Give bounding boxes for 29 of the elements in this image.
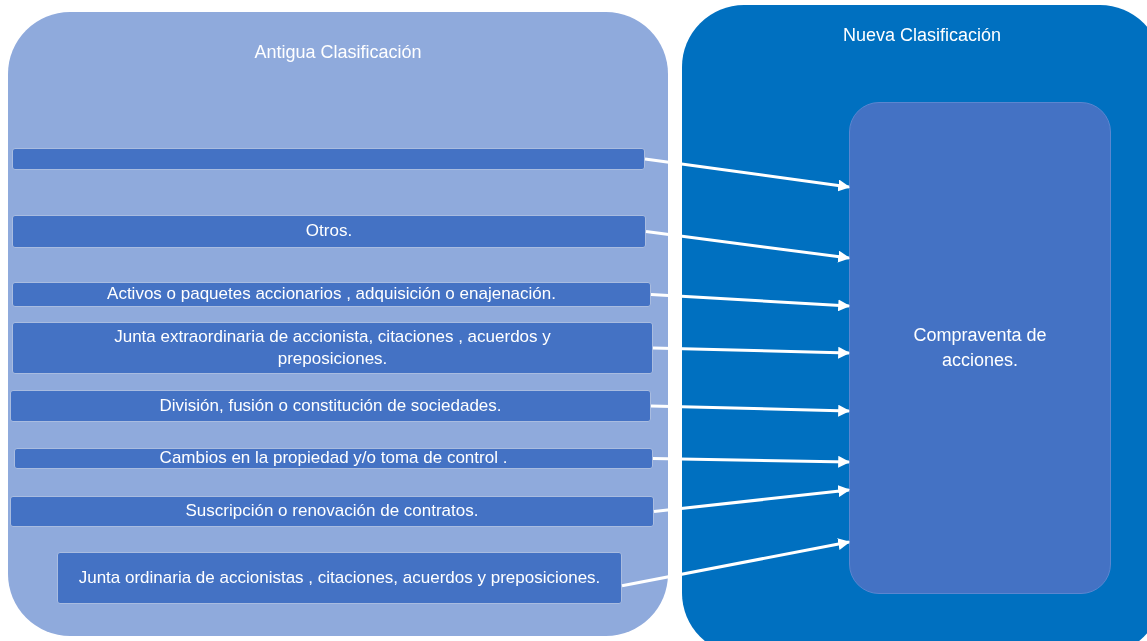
item-box: [12, 148, 645, 170]
item-box: [12, 215, 646, 248]
item-box: [57, 552, 622, 604]
arrow: [652, 346, 851, 359]
item-box: [12, 322, 653, 374]
item-box: [14, 448, 653, 469]
item-box: [10, 390, 651, 422]
item-box: [12, 282, 651, 307]
arrow: [652, 455, 851, 468]
group-panel: [682, 5, 1147, 641]
item-label: Junta extraordinaria de accionista, citaciones , acuerdos y preposiciones.: [113, 325, 552, 370]
panel-title: Antigua Clasificación: [254, 42, 422, 63]
item-label: División, fusión o constitución de sociedades.: [159, 394, 502, 417]
arrow: [644, 157, 851, 192]
arrow: [621, 538, 851, 588]
item-label: Compraventa de acciones.: [912, 323, 1048, 372]
category-box: [849, 102, 1111, 594]
item-box: [10, 496, 654, 527]
arrow: [653, 485, 851, 513]
item-label: Suscripción o renovación de contratos.: [185, 500, 479, 523]
arrow: [645, 230, 851, 263]
arrow: [650, 293, 851, 312]
group-panel: [8, 12, 668, 636]
item-label: Otros.: [305, 220, 353, 243]
arrow: [650, 404, 851, 417]
item-label: Cambios en la propiedad y/o toma de control .: [159, 447, 508, 470]
item-label: Junta ordinaria de accionistas , citaciones, acuerdos y preposiciones.: [78, 566, 601, 589]
item-label: Activos o paquetes accionarios , adquisición o enajenación.: [107, 283, 556, 306]
panel-title: Nueva Clasificación: [842, 25, 1002, 46]
